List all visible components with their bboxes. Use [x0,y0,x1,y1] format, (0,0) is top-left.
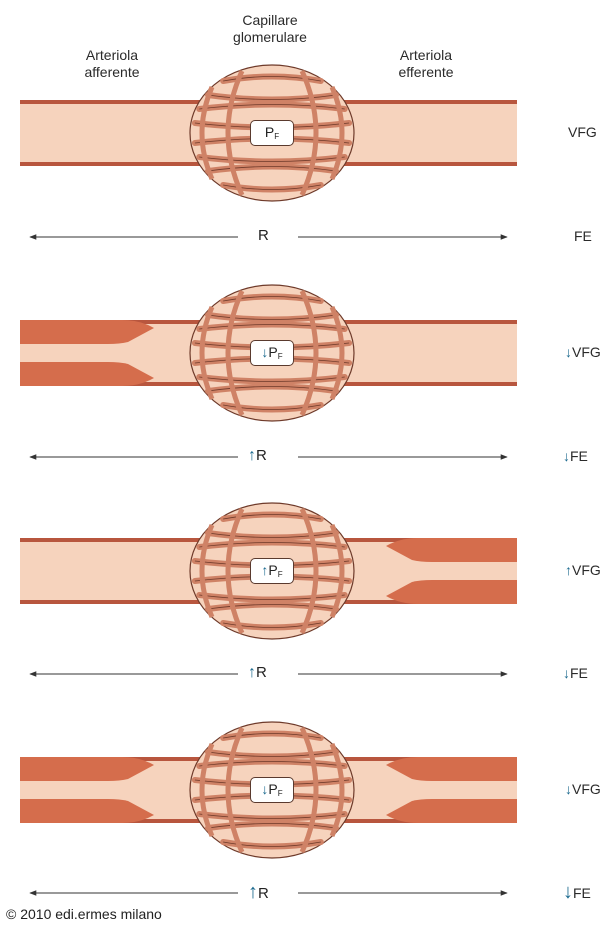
copyright-notice: © 2010 edi.ermes milano [6,906,162,922]
filtration-pressure-box: PF [250,120,294,146]
resistance-label: ↑R [244,883,273,903]
filtration-pressure-box: ↓PF [250,340,294,366]
resistance-label: R [254,227,273,245]
gfr-label: ↑VFG [565,562,601,579]
filtration-fraction-label: ↓FE [563,884,591,902]
filtration-pressure-box: ↓PF [250,777,294,803]
filtration-fraction-label: ↓FE [563,448,588,465]
resistance-label: ↑R [244,447,271,465]
resistance-label: ↑R [244,664,271,682]
filtration-pressure-box: ↑PF [250,558,294,584]
gfr-label: ↓VFG [565,344,601,361]
filtration-fraction-label: ↓FE [563,665,588,682]
gfr-label: ↓VFG [565,781,601,798]
filtration-fraction-label: FE [574,228,592,245]
gfr-label: VFG [568,124,597,141]
